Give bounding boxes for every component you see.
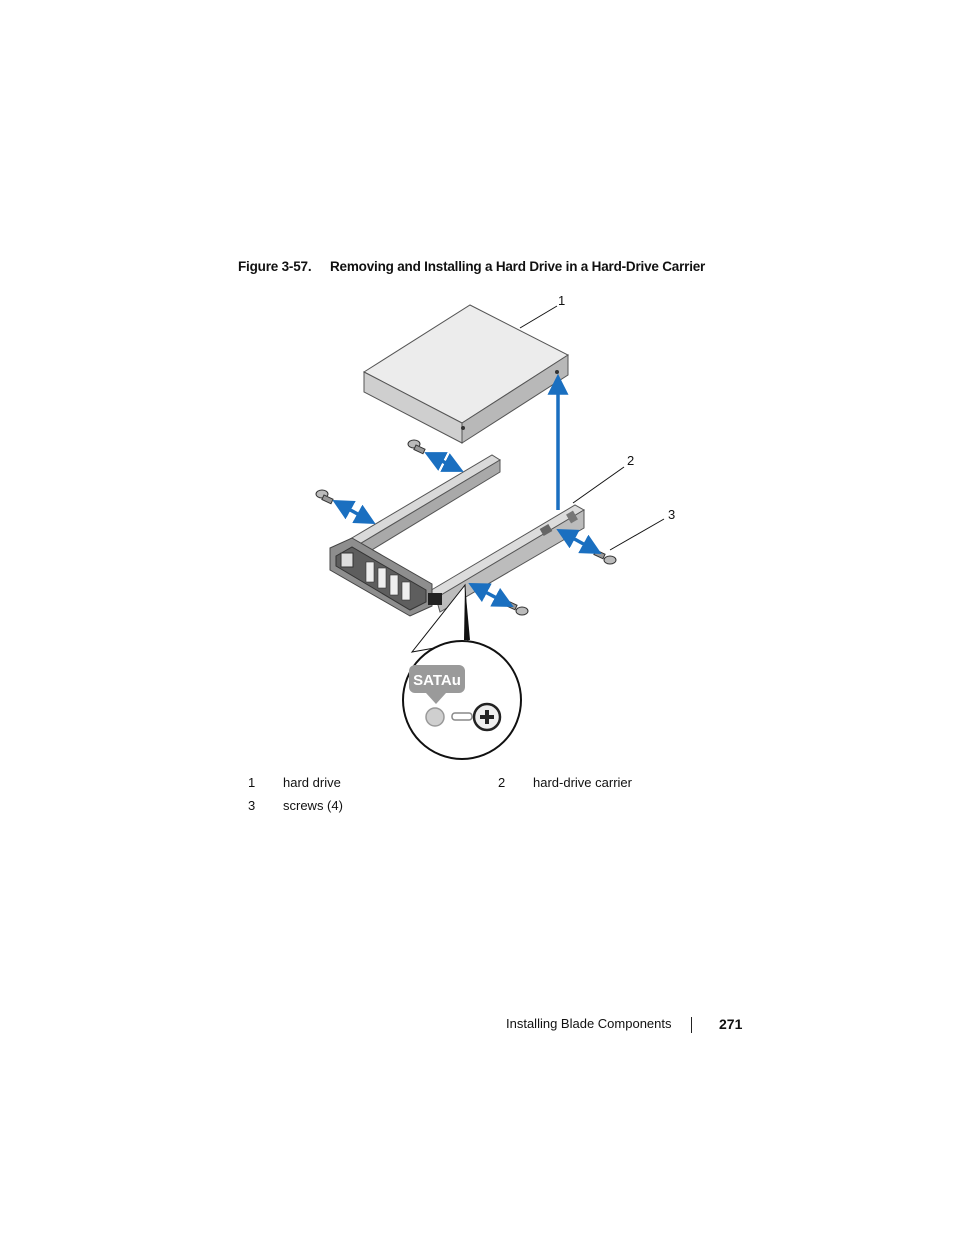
arrow-screw-top-left: [424, 452, 464, 472]
badge-text: SATAu: [413, 672, 461, 689]
sata-badge: SATAu: [409, 665, 465, 704]
legend-number: 2: [498, 775, 506, 790]
magnified-detail: SATAu: [402, 583, 522, 760]
page-number: 271: [719, 1016, 743, 1032]
installation-arrows: [332, 373, 602, 607]
carrier-right-rail: [427, 504, 586, 613]
legend-label: hard-drive carrier: [533, 775, 632, 790]
leader-2: [572, 466, 625, 504]
legend-label: hard drive: [283, 775, 341, 790]
screw-top-left: [407, 439, 426, 455]
figure-title: Removing and Installing a Hard Drive in …: [330, 259, 706, 274]
arrow-screw-left: [332, 499, 376, 525]
leader-3: [609, 518, 665, 551]
legend-number: 1: [248, 775, 256, 790]
legend-number: 3: [248, 798, 256, 813]
leader-1: [519, 305, 558, 329]
footer-divider: [691, 1017, 692, 1033]
arrow-screw-right: [556, 528, 602, 555]
arrow-screw-bottom: [468, 583, 514, 607]
figure-number: Figure 3-57.: [238, 259, 312, 274]
hard-drive-carrier-illustration: 1 2 3 SATAu: [315, 293, 675, 760]
callout-leaders: [519, 305, 665, 551]
callout-1: 1: [558, 293, 565, 308]
footer-section-title: Installing Blade Components: [506, 1016, 672, 1031]
figure-caption: Figure 3-57. Removing and Installing a Ha…: [238, 259, 705, 274]
screw-type-symbols: [425, 702, 502, 732]
hard-drive: [362, 304, 570, 444]
screw-left: [315, 489, 334, 505]
legend-label: screws (4): [283, 798, 343, 813]
callout-3: 3: [668, 507, 675, 522]
carrier-front-bezel: [329, 537, 442, 617]
callout-2: 2: [627, 453, 634, 468]
